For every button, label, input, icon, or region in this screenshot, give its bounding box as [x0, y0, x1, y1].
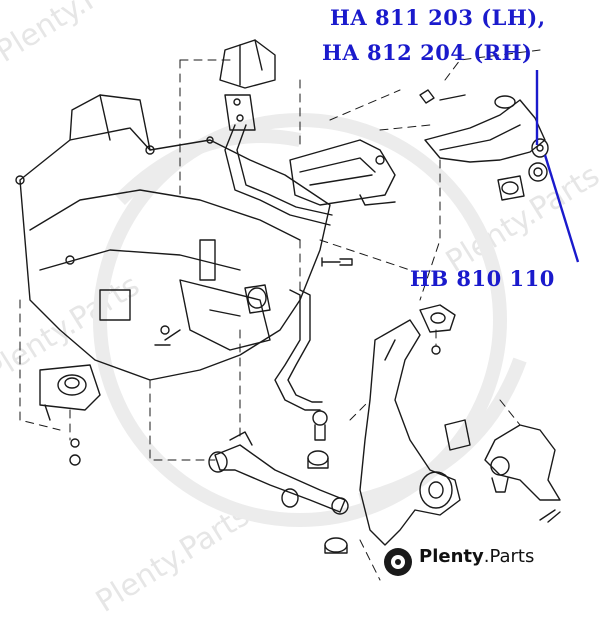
part-number-label-bushing: HB 810 110 [410, 266, 555, 291]
upper-arm-bushings [497, 162, 548, 201]
front-link [244, 284, 329, 469]
subframe [15, 94, 331, 381]
brand-suffix: .Parts [483, 546, 535, 567]
brand-logo: Plenty.Parts [388, 546, 534, 567]
plenty-logo-icon [384, 548, 412, 576]
bolts [69, 257, 561, 523]
left-mount [39, 364, 101, 421]
upper-control-arm [419, 89, 549, 163]
part-number-label-lh: HA 811 203 (LH), [330, 5, 546, 30]
ball-joint-bracket [484, 424, 561, 501]
bracket-plate [289, 139, 396, 206]
brand-name: Plenty [419, 546, 484, 567]
leader-lines [535, 70, 580, 263]
strut-rod [224, 124, 333, 226]
suspension-diagram [15, 39, 580, 581]
upper-bracket [219, 39, 276, 131]
part-number-label-rh: HA 812 204 (RH) [322, 40, 533, 65]
guide-lines [19, 49, 541, 581]
lower-control-arm [208, 431, 349, 554]
diagram-linework [15, 39, 561, 581]
steering-knuckle [359, 304, 471, 546]
